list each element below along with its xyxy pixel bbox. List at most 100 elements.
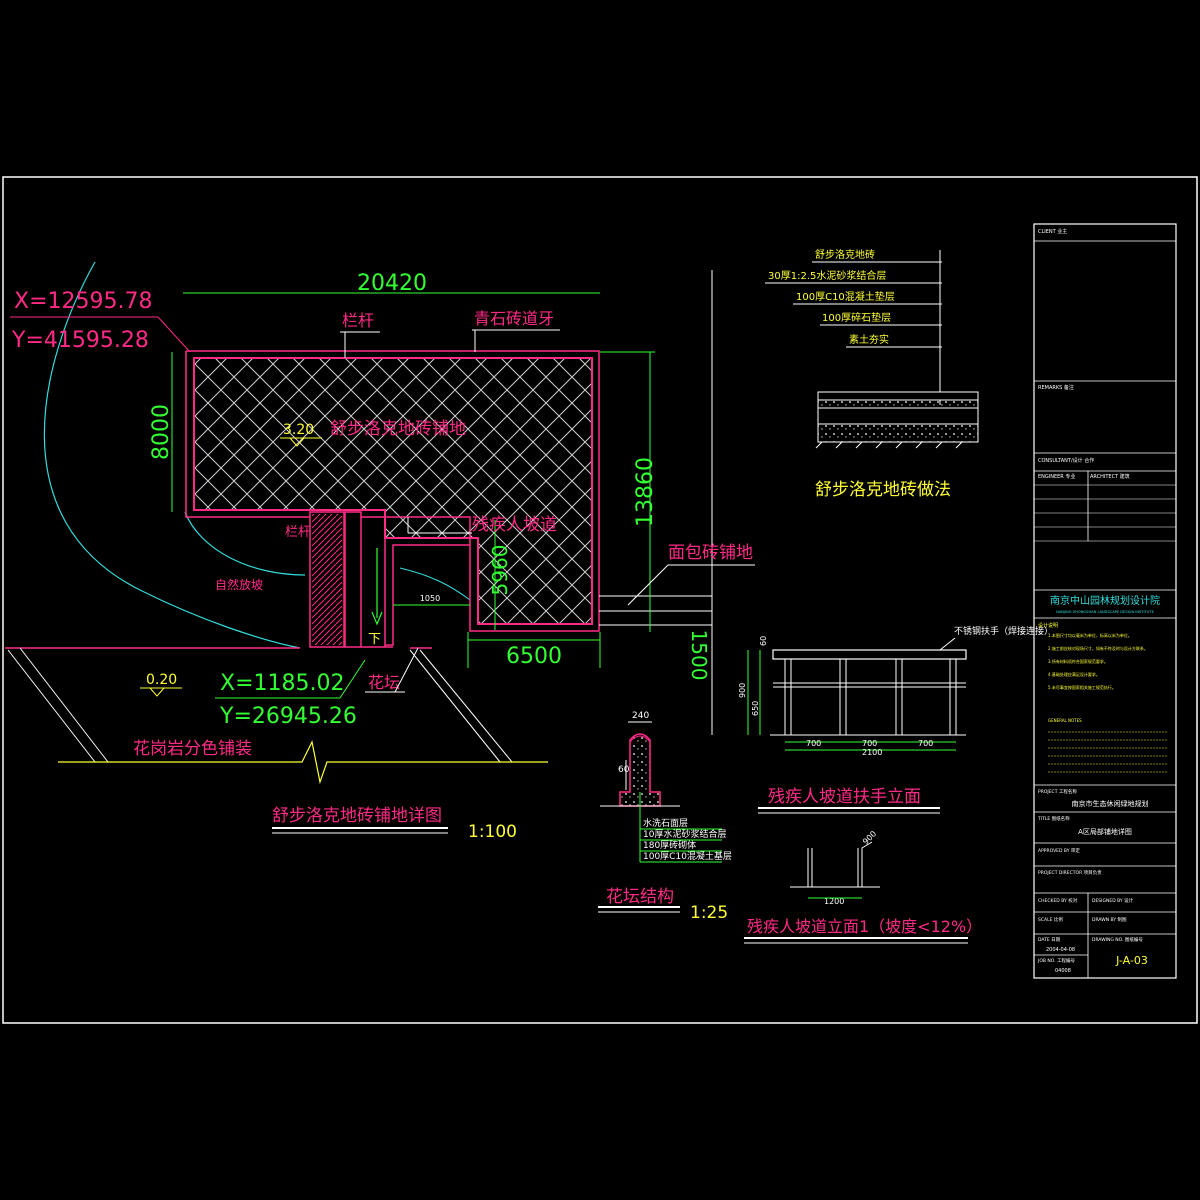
- layer-0: 舒步洛克地砖: [815, 248, 875, 261]
- tb-designed: DESIGNED BY 设计: [1092, 897, 1134, 904]
- tb-date-label: DATE 日期: [1038, 937, 1061, 943]
- tb-job-label: JOB NO. 工程编号: [1037, 957, 1075, 964]
- granite-line: [58, 740, 548, 785]
- ground-slope-left2: [19, 647, 109, 763]
- label-planter: 花坛: [368, 673, 400, 692]
- handrail-total: 2100: [862, 748, 882, 757]
- label-curb: 青石砖道牙: [474, 309, 554, 328]
- svg-text:5960: 5960: [488, 545, 512, 596]
- planter-note-0: 水洗石面层: [643, 817, 688, 829]
- planter-dim-top: 240: [632, 711, 649, 721]
- tb-drawn: DRAWN BY 制图: [1092, 916, 1127, 923]
- section-title: 舒步洛克地砖做法: [815, 480, 951, 500]
- tb-client: CLIENT 业主: [1038, 228, 1067, 235]
- bread-brick-path: [599, 595, 712, 626]
- coord-top-x: X=12595.78: [14, 289, 152, 314]
- label-down: 下: [368, 632, 381, 647]
- planter-note-1: 10厚水泥砂浆结合层: [643, 828, 726, 840]
- label-slope: 自然放坡: [215, 577, 263, 592]
- plan-title: 舒步洛克地砖铺地详图: [272, 806, 442, 826]
- paving-outline-left: [185, 351, 310, 518]
- dim-bottom: 6500: [467, 632, 601, 669]
- layer-4: 素土夯实: [849, 333, 889, 346]
- handrail-dim-2: 700: [918, 739, 933, 748]
- handrail-h-2: 650: [751, 701, 760, 716]
- tb-project: 南京市生态休闲绿地规划: [1072, 799, 1149, 808]
- dim-total-height: 13860: [600, 351, 658, 632]
- tb-note-0: 1.本图尺寸均以毫米为单位，标高以米为单位。: [1048, 632, 1132, 638]
- tb-architect: ARCHITECT 建筑: [1090, 473, 1130, 480]
- tb-title-label: TITLE 图纸名称: [1037, 815, 1070, 822]
- tb-note-4: 5.未尽事宜按国家相关施工规范执行。: [1048, 684, 1116, 690]
- tb-title: A区局部铺地详图: [1078, 827, 1132, 836]
- stairs: [309, 511, 345, 648]
- cyan-curve-inner: [184, 511, 306, 576]
- ramp-elevation: 1200 900 残疾人坡道立面1（坡度<12%）: [744, 829, 982, 944]
- svg-text:3.20: 3.20: [283, 422, 314, 438]
- tb-checked: CHECKED BY 校对: [1038, 897, 1078, 904]
- sheet-frame: [2, 176, 1198, 1024]
- tb-note-2: 3.所有材料须符合国家规范要求。: [1048, 658, 1108, 664]
- tb-drawing-no: J-A-03: [1115, 954, 1148, 967]
- tb-notes-label: 设计说明: [1038, 622, 1058, 629]
- tb-note-3: 4.基础处理应满足设计要求。: [1048, 671, 1100, 677]
- level-top: 3.20: [280, 422, 322, 447]
- tb-engineer: ENGINEER 专业: [1038, 473, 1075, 480]
- label-bread: 面包砖铺地: [668, 543, 753, 563]
- layer-1: 30厚1:2.5水泥砂浆结合层: [768, 269, 886, 282]
- dim-width: 20420: [183, 271, 600, 296]
- label-railing2: 栏杆: [285, 525, 311, 540]
- label-railing: 栏杆: [342, 311, 374, 330]
- svg-text:6500: 6500: [506, 644, 562, 669]
- handrail-label: 不锈钢扶手（焊接连接）: [954, 625, 1053, 637]
- ramp-elev-dim-side: 900: [861, 829, 878, 846]
- planter-scale: 1:25: [690, 903, 728, 923]
- handrail-h-0: 60: [759, 636, 768, 646]
- coord-bottom-y: Y=26945.26: [219, 704, 357, 729]
- tb-project-label: PROJECT 工程名称: [1038, 788, 1077, 795]
- handrail-title: 残疾人坡道扶手立面: [768, 787, 921, 807]
- paving-section: 舒步洛克地砖 30厚1:2.5水泥砂浆结合层 100厚C10混凝土垫层 100厚…: [765, 248, 979, 500]
- level-bottom: 0.20: [140, 672, 182, 697]
- handrail-dim-0: 700: [806, 739, 821, 748]
- handrail-dim-1: 700: [862, 739, 877, 748]
- tb-general: GENERAL NOTES: [1048, 718, 1082, 723]
- ground-slope-right: [409, 649, 501, 763]
- planter-note-3: 100厚C10混凝土基层: [643, 850, 732, 862]
- tb-scale: SCALE 比例: [1038, 916, 1063, 923]
- planter-note-2: 180厚砖砌体: [643, 839, 696, 851]
- coord-top-y: Y=41595.28: [11, 328, 149, 353]
- tb-date: 2004-04-08: [1046, 947, 1075, 953]
- ground-slope-right2: [419, 649, 513, 763]
- paving-outline-outer: [186, 350, 600, 646]
- dim-ramp: 5960: [488, 520, 512, 630]
- dim-small: 1050: [393, 594, 470, 606]
- label-granite: 花岗岩分色铺装: [133, 739, 252, 759]
- dim-height: 8000: [149, 352, 174, 512]
- handrail-elevation: 不锈钢扶手（焊接连接） 700 700 700 2100 60 900 650 …: [738, 625, 1053, 814]
- ramp-elev-dim: 1200: [824, 897, 844, 906]
- tb-consultant: CONSULTANT/设计 合作: [1038, 457, 1094, 464]
- cyan-curve-outer: [43, 261, 301, 649]
- tb-company: 南京中山园林规划设计院: [1050, 594, 1160, 607]
- planter-dim-side: 60: [618, 765, 630, 775]
- tb-company-en: NANJING ZHONGSHAN LANDSCAPE DESIGN INSTI…: [1056, 610, 1154, 614]
- tb-remarks: REMARKS 备注: [1038, 384, 1074, 391]
- layer-3: 100厚碎石垫层: [822, 311, 891, 324]
- paving-area: [193, 357, 593, 625]
- planter-section: 240 60 水洗石面层 10厚水泥砂浆结合层 180厚砖砌体 100厚C10混…: [598, 711, 732, 923]
- svg-text:1500: 1500: [687, 630, 711, 681]
- tb-drawing-no-label: DRAWING NO. 图纸编号: [1092, 936, 1143, 943]
- tb-note-1: 2.施工前应核对现场尺寸，如有不符及时与设计方联系。: [1048, 645, 1148, 651]
- plan-scale: 1:100: [468, 822, 517, 842]
- label-paving: 舒步洛克地砖铺地: [330, 419, 466, 439]
- ramp-elev-title: 残疾人坡道立面1（坡度<12%）: [747, 917, 982, 936]
- dim-right: 1500: [687, 630, 711, 681]
- coord-bottom-x: X=1185.02: [220, 671, 344, 696]
- ramp-wall-left: [344, 511, 362, 648]
- svg-text:1050: 1050: [420, 594, 440, 603]
- title-block: CLIENT 业主 REMARKS 备注 CONSULTANT/设计 合作 EN…: [1033, 223, 1177, 979]
- label-ramp: 残疾人坡道: [472, 515, 557, 535]
- svg-text:20420: 20420: [357, 271, 427, 296]
